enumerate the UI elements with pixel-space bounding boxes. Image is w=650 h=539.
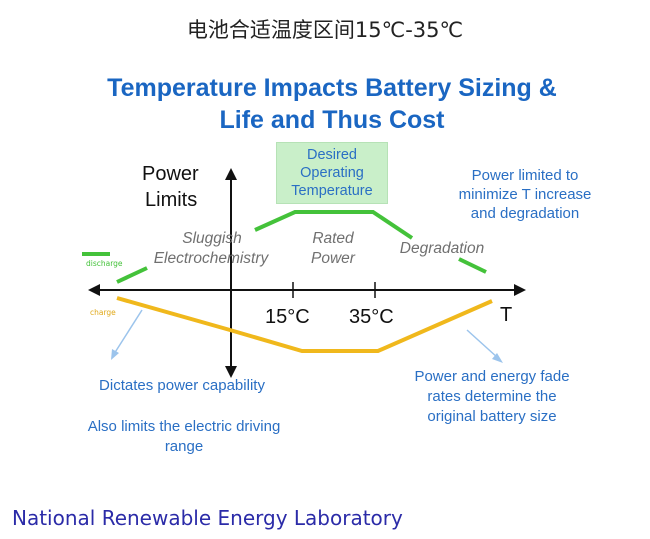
x-axis-label: T (500, 304, 513, 326)
note-also-limits-line2: range (164, 438, 204, 455)
discharge-curve-left (116, 266, 148, 284)
region-rated-line1: Rated (312, 230, 354, 247)
legend-discharge-label: discharge (86, 259, 123, 268)
desired-temperature-box: Desired Operating Temperature (276, 142, 388, 204)
note-power-limited-line3: and degradation (470, 205, 580, 222)
power-axis-down-arrowhead (225, 366, 237, 378)
note-also-limits-line1: Also limits the electric driving (87, 418, 281, 435)
note-dictates-power: Dictates power capability (99, 377, 265, 394)
discharge-curve-right (458, 257, 487, 274)
y-axis-label-line2: Limits (145, 189, 198, 211)
note-fade-line1: Power and energy fade (414, 368, 570, 385)
region-sluggish-line1: Sluggish (182, 230, 242, 247)
diagram-title-line1: Temperature Impacts Battery Sizing & (107, 74, 557, 102)
power-axis-up-arrowhead (225, 168, 237, 180)
note-fade-line3: original battery size (427, 408, 557, 425)
charge-curve (116, 296, 493, 353)
discharge-curve-middle (254, 210, 414, 240)
dictates-pointer-arrowhead (111, 349, 119, 360)
axis-left-arrowhead (88, 284, 100, 296)
region-degradation: Degradation (399, 240, 485, 257)
top-caption: 电池合适温度区间15℃-35℃ (186, 18, 464, 42)
note-fade-line2: rates determine the (427, 388, 557, 405)
legend-charge-label: charge (90, 308, 116, 317)
region-rated-line2: Power (311, 250, 355, 267)
fade-pointer-arrowhead (492, 353, 503, 363)
tick-35-label: 35°C (349, 306, 394, 328)
desired-line1: Desired (307, 147, 357, 163)
diagram-graphics (82, 168, 526, 378)
dictates-pointer-arrow (113, 309, 143, 355)
note-power-limited-line2: minimize T increase (458, 186, 592, 203)
fade-pointer-arrow (466, 329, 499, 359)
desired-line3: Temperature (291, 183, 373, 199)
region-sluggish-line2: Electrochemistry (153, 250, 269, 267)
diagram-title-line2: Life and Thus Cost (219, 106, 445, 134)
footer-source: National Renewable Energy Laboratory (12, 506, 403, 530)
diagram-slide: Temperature Impacts Battery Sizing & Lif… (62, 64, 602, 469)
tick-15-label: 15°C (265, 306, 310, 328)
desired-line2: Operating (300, 165, 364, 181)
y-axis-label-line1: Power (142, 163, 199, 185)
note-power-limited-line1: Power limited to (471, 167, 579, 184)
axis-right-arrowhead (514, 284, 526, 296)
